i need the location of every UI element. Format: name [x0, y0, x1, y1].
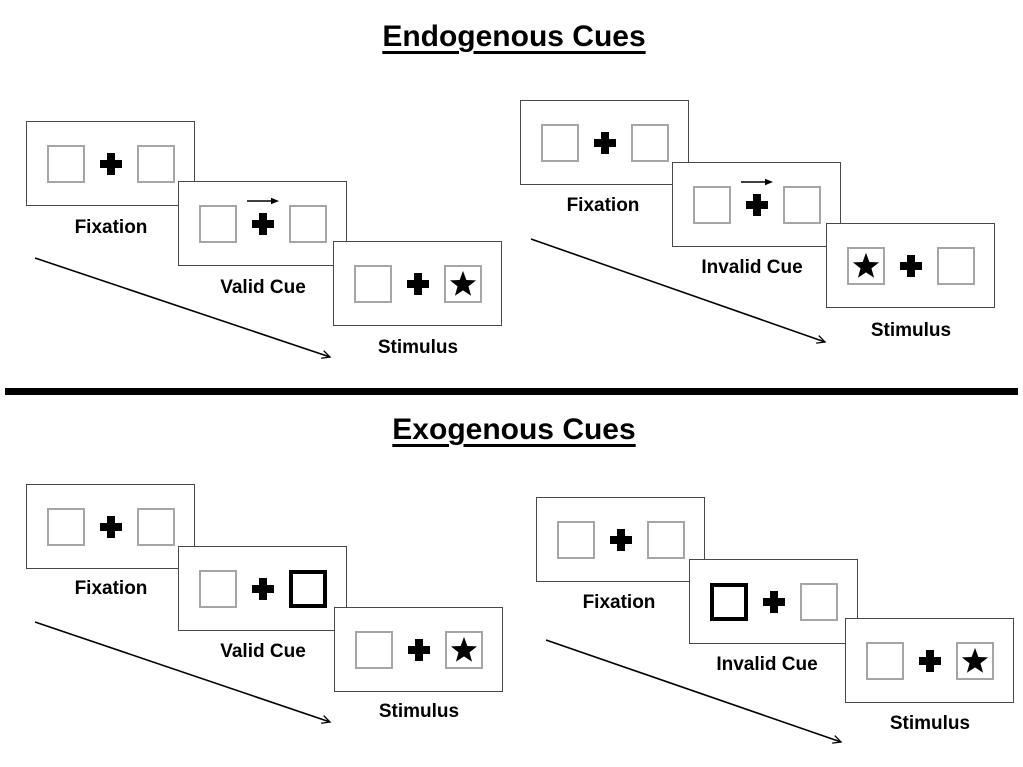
placeholder-box-left — [46, 507, 85, 546]
fixation-cross-icon — [609, 528, 632, 551]
fixation-cross-icon — [251, 212, 274, 235]
star-stimulus-icon — [449, 270, 476, 296]
panel-label: Fixation — [74, 217, 148, 238]
placeholder-box-right — [646, 520, 685, 559]
panel-label: Fixation — [566, 195, 640, 216]
placeholder-box-right — [782, 185, 821, 224]
placeholder-box-right — [799, 582, 838, 621]
fixation-cross-icon — [918, 649, 941, 672]
stimulus-box-right — [444, 630, 483, 669]
placeholder-box-left — [46, 144, 85, 183]
fixation-cross-icon — [406, 272, 429, 295]
placeholder-box-left — [692, 185, 731, 224]
panel-label: Invalid Cue — [701, 257, 803, 278]
timeline-arrow-endo-valid — [34, 257, 332, 359]
endogenous-section-title: Endogenous Cues — [382, 20, 646, 53]
panel-label: Stimulus — [378, 701, 460, 722]
placeholder-box-left — [540, 123, 579, 162]
panel-label: Invalid Cue — [716, 654, 818, 675]
stimulus-box-left — [846, 246, 885, 285]
panel-label: Stimulus — [870, 320, 952, 341]
stimulus-box-right — [443, 264, 482, 303]
panel-label: Valid Cue — [220, 277, 306, 298]
panel-label: Fixation — [74, 578, 148, 599]
placeholder-box-left — [198, 204, 237, 243]
fixation-cross-icon — [762, 590, 785, 613]
exo-valid-cue-panel — [178, 546, 347, 631]
timeline-arrow-endo-invalid — [530, 238, 827, 344]
placeholder-box-left — [865, 641, 904, 680]
endo-invalid-stimulus-panel — [826, 223, 995, 308]
right-arrow-cue-icon — [740, 178, 773, 185]
placeholder-box-right — [288, 204, 327, 243]
placeholder-box-left — [353, 264, 392, 303]
fixation-cross-icon — [593, 131, 616, 154]
fixation-cross-icon — [99, 152, 122, 175]
placeholder-box-right — [630, 123, 669, 162]
exogenous-section-title: Exogenous Cues — [392, 413, 636, 446]
placeholder-box-right — [936, 246, 975, 285]
endo-invalid-fixation-panel — [520, 100, 689, 185]
panel-label: Stimulus — [377, 337, 459, 358]
highlighted-cue-box-right — [288, 569, 327, 608]
placeholder-box-right — [136, 144, 175, 183]
exo-invalid-stimulus-panel — [845, 618, 1014, 703]
endo-valid-stimulus-panel — [333, 241, 502, 326]
star-stimulus-icon — [450, 636, 477, 662]
section-divider — [5, 388, 1018, 395]
panel-label: Stimulus — [889, 713, 971, 734]
placeholder-box-left — [354, 630, 393, 669]
star-stimulus-icon — [961, 647, 988, 673]
fixation-cross-icon — [251, 577, 274, 600]
stimulus-box-right — [955, 641, 994, 680]
star-stimulus-icon — [852, 252, 879, 278]
exo-valid-stimulus-panel — [334, 607, 503, 692]
endo-invalid-cue-panel — [672, 162, 841, 247]
fixation-cross-icon — [745, 193, 768, 216]
placeholder-box-right — [136, 507, 175, 546]
endo-valid-cue-panel — [178, 181, 347, 266]
exo-valid-fixation-panel — [26, 484, 195, 569]
fixation-cross-icon — [407, 638, 430, 661]
placeholder-box-left — [556, 520, 595, 559]
right-arrow-cue-icon — [246, 197, 279, 204]
highlighted-cue-box-left — [709, 582, 748, 621]
fixation-cross-icon — [899, 254, 922, 277]
exo-invalid-fixation-panel — [536, 497, 705, 582]
placeholder-box-left — [198, 569, 237, 608]
panel-label: Valid Cue — [220, 641, 306, 662]
panel-label: Fixation — [582, 592, 656, 613]
fixation-cross-icon — [99, 515, 122, 538]
endo-valid-fixation-panel — [26, 121, 195, 206]
timeline-arrow-exo-valid — [34, 621, 332, 724]
exo-invalid-cue-panel — [689, 559, 858, 644]
